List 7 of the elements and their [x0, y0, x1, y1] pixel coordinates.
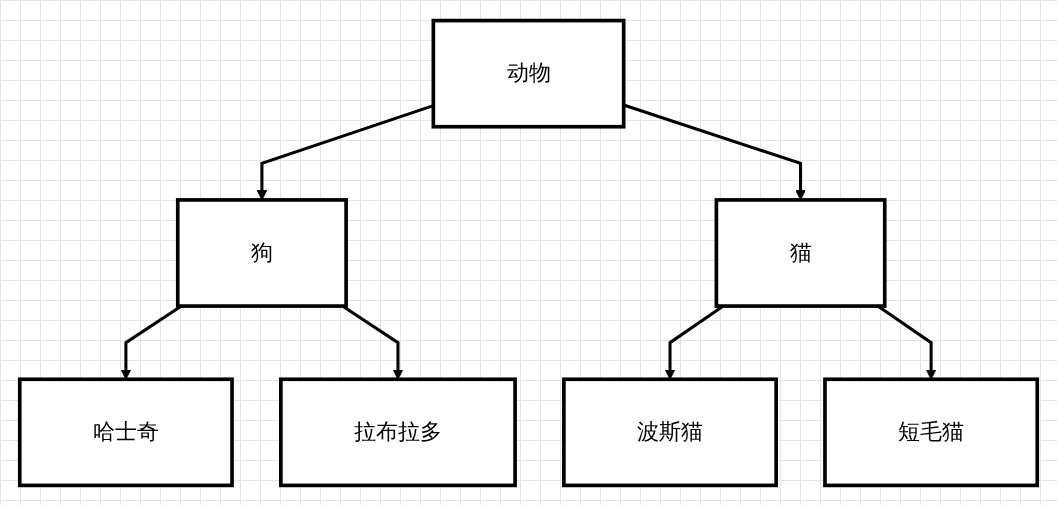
- node-box: 短毛猫: [823, 376, 1040, 487]
- node-box: 波斯猫: [562, 376, 778, 487]
- node-box: 狗: [175, 197, 348, 308]
- node-box: 拉布拉多: [279, 376, 517, 487]
- node-box: 猫: [714, 197, 887, 308]
- node-box: 动物: [431, 18, 626, 129]
- node-box: 哈士奇: [17, 376, 234, 487]
